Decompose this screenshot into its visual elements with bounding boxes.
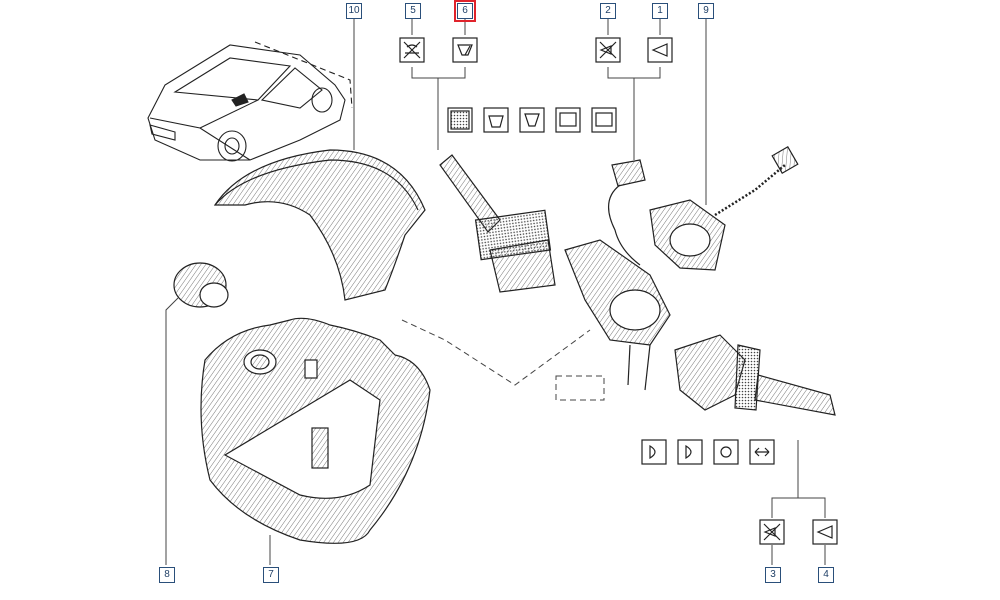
icon-group-horn-top: [595, 37, 673, 63]
switch-body: [564, 159, 671, 391]
callout-4[interactable]: 4: [818, 567, 834, 583]
rotary-contact: [649, 146, 799, 271]
icon-group-horn-bottom: [759, 519, 838, 545]
wiper-stalk: [439, 154, 556, 293]
callout-1[interactable]: 1: [652, 3, 668, 19]
callout-8[interactable]: 8: [159, 567, 175, 583]
icon-group-wiper-selector: [399, 37, 478, 63]
upper-shroud: [213, 149, 426, 301]
callout-10[interactable]: 10: [346, 3, 362, 19]
leader-lines: [165, 19, 826, 565]
icon-group-light-functions: [641, 439, 775, 465]
lighting-stalk: [674, 334, 836, 416]
callout-6[interactable]: 6: [454, 0, 476, 22]
callout-9[interactable]: 9: [698, 3, 714, 19]
callout-5[interactable]: 5: [405, 3, 421, 19]
callout-7[interactable]: 7: [263, 567, 279, 583]
icon-group-wiper-functions: [447, 107, 617, 133]
lower-shroud: [200, 317, 431, 544]
callout-2[interactable]: 2: [600, 3, 616, 19]
grommet: [173, 262, 229, 308]
car-illustration: [147, 41, 353, 162]
callout-3[interactable]: 3: [765, 567, 781, 583]
